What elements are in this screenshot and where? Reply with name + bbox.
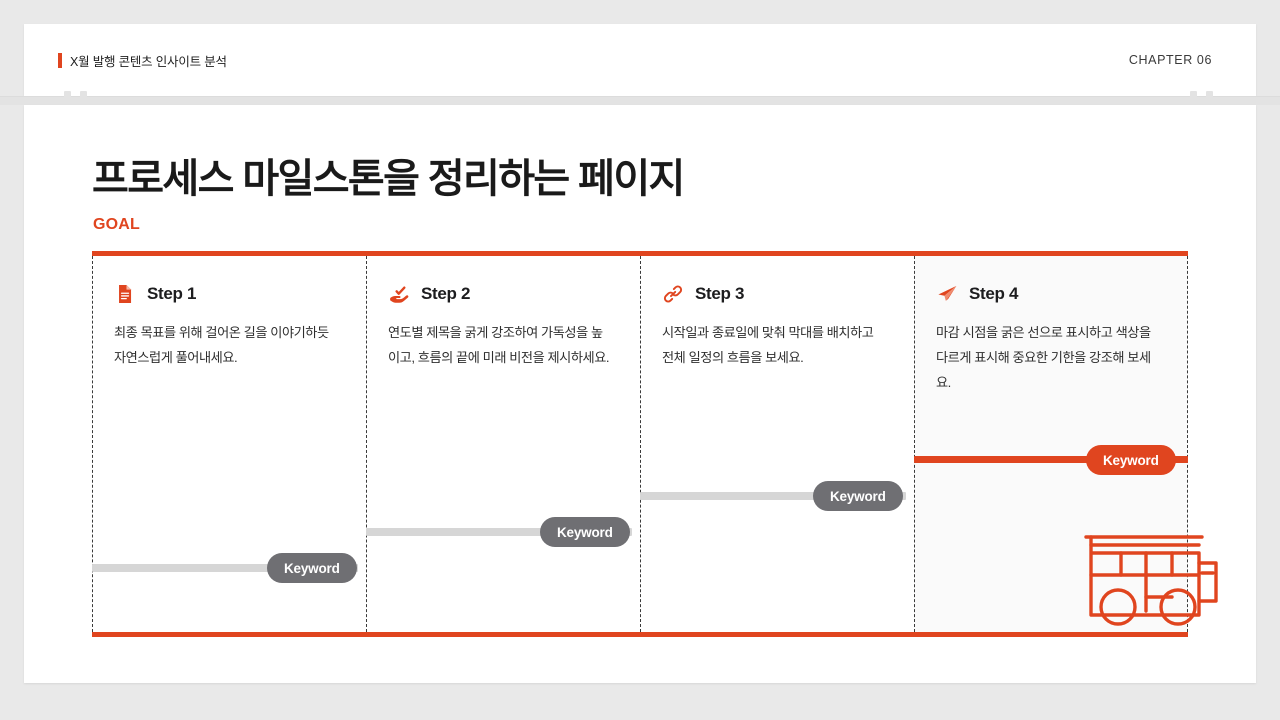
paper-plane-icon <box>938 285 957 301</box>
step-2-header: Step 2 <box>388 281 638 307</box>
hand-check-icon <box>390 286 409 303</box>
step-1-header: Step 1 <box>114 281 364 307</box>
document-icon <box>119 285 132 303</box>
diagram-top-rule <box>92 251 1188 256</box>
connector-line-4 <box>914 456 1188 463</box>
step-block-2[interactable]: Step 2 연도별 제목을 굵게 강조하여 가독성을 높이고, 흐름의 끝에 … <box>388 281 638 371</box>
step-1-title: Step 1 <box>147 284 197 303</box>
connector-line-3 <box>640 492 906 500</box>
step-block-3[interactable]: Step 3 시작일과 종료일에 맞춰 막대를 배치하고 전체 일정의 흐름을 … <box>662 281 912 371</box>
header-content: X월 발행 콘텐츠 인사이트 분석 CHAPTER 06 <box>58 24 1212 96</box>
keyword-pill-2[interactable]: Keyword <box>540 517 630 547</box>
column-divider-1 <box>366 256 367 632</box>
step-4-highlight-panel <box>914 256 1188 632</box>
step-1-description: 최종 목표를 위해 걸어온 길을 이야기하듯 자연스럽게 풀어내세요. <box>114 325 329 365</box>
bus-illustration <box>1084 535 1218 626</box>
step-block-1[interactable]: Step 1 최종 목표를 위해 걸어온 길을 이야기하듯 자연스럽게 풀어내세… <box>114 281 364 371</box>
step-2-description: 연도별 제목을 굵게 강조하여 가독성을 높이고, 흐름의 끝에 미래 비전을 … <box>388 325 610 365</box>
slide-body: 프로세스 마일스톤을 정리하는 페이지 GOAL <box>24 105 1256 683</box>
divider-notch-right-2 <box>1206 91 1213 112</box>
column-divider-0 <box>92 256 93 632</box>
divider-notch-right-1 <box>1190 91 1197 112</box>
page-title: 프로세스 마일스톤을 정리하는 페이지 <box>92 157 685 201</box>
keyword-pill-3[interactable]: Keyword <box>813 481 903 511</box>
step-2-title: Step 2 <box>421 284 471 303</box>
column-divider-2 <box>640 256 641 632</box>
header-left-group: X월 발행 콘텐츠 인사이트 분석 <box>58 51 227 70</box>
column-divider-3 <box>914 256 915 632</box>
step-4-header: Step 4 <box>936 281 1186 307</box>
step-4-title: Step 4 <box>969 284 1019 303</box>
step-4-description: 마감 시점을 굵은 선으로 표시하고 색상을 다르게 표시해 중요한 기한을 강… <box>936 325 1151 390</box>
link-icon <box>663 285 683 303</box>
keyword-pill-1[interactable]: Keyword <box>267 553 357 583</box>
goal-label: GOAL <box>93 216 141 233</box>
header-divider-bar <box>0 91 1280 112</box>
column-divider-4 <box>1187 256 1188 632</box>
slide-header: X월 발행 콘텐츠 인사이트 분석 CHAPTER 06 <box>24 24 1256 96</box>
step-3-title: Step 3 <box>695 284 745 303</box>
header-title: X월 발행 콘텐츠 인사이트 분석 <box>70 54 227 69</box>
connector-line-1 <box>92 564 358 572</box>
header-chapter-label: CHAPTER 06 <box>1128 53 1212 67</box>
diagram-bottom-rule <box>92 632 1188 637</box>
divider-notch-left-2 <box>80 91 87 112</box>
divider-notch-left-1 <box>64 91 71 112</box>
header-accent-bar <box>58 52 62 68</box>
step-3-description: 시작일과 종료일에 맞춰 막대를 배치하고 전체 일정의 흐름을 보세요. <box>662 325 874 365</box>
step-3-header: Step 3 <box>662 281 912 307</box>
step-block-4[interactable]: Step 4 마감 시점을 굵은 선으로 표시하고 색상을 다르게 표시해 중요… <box>936 281 1186 395</box>
keyword-pill-4[interactable]: Keyword <box>1086 445 1176 475</box>
connector-line-2 <box>366 528 632 536</box>
milestone-diagram: Step 1 최종 목표를 위해 걸어온 길을 이야기하듯 자연스럽게 풀어내세… <box>92 251 1218 637</box>
